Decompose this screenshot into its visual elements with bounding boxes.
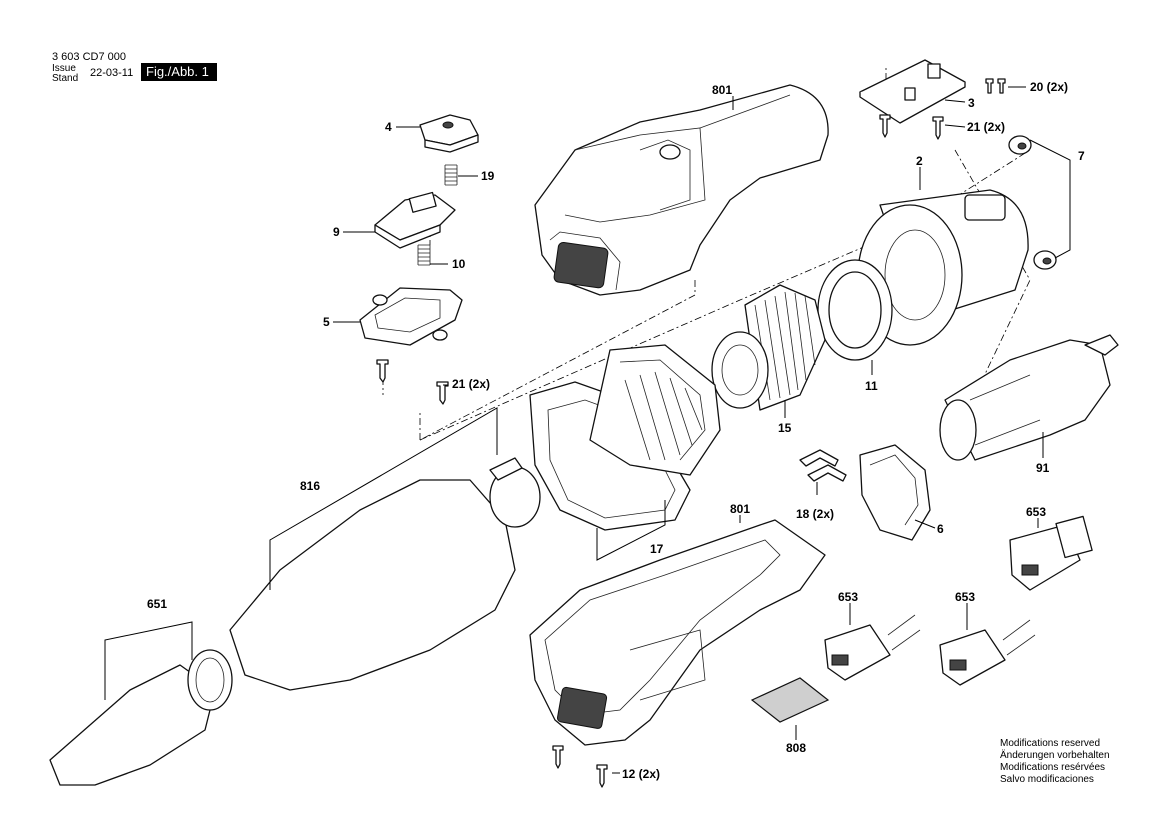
callout-7: 7 <box>1078 149 1085 163</box>
callout-816: 816 <box>300 479 320 493</box>
dust-container <box>229 457 541 691</box>
document-code: 3 603 CD7 000 <box>52 51 126 63</box>
callout-labels: 801 3 20 (2x) 21 (2x) 2 7 4 19 9 10 5 21… <box>147 80 1085 781</box>
callout-801-upper: 801 <box>712 83 732 97</box>
filter-cage <box>529 344 721 531</box>
callout-19: 19 <box>481 169 495 183</box>
release-button <box>419 114 479 153</box>
issue-stand-label: Issue Stand <box>52 64 78 84</box>
crevice-nozzle <box>49 649 233 786</box>
clips <box>799 449 847 482</box>
note-line-es: Salvo modificaciones <box>1000 774 1094 785</box>
callout-801-lower: 801 <box>730 502 750 516</box>
note-line-en: Modifications reserved <box>1000 738 1101 749</box>
callout-5: 5 <box>323 315 330 329</box>
callout-21-bracket: 21 (2x) <box>452 377 490 391</box>
callout-11: 11 <box>865 379 878 393</box>
charger-plugs <box>824 515 1093 686</box>
callout-653-right: 653 <box>955 590 975 604</box>
callout-10: 10 <box>452 257 466 271</box>
grommets <box>1008 135 1057 270</box>
handle-housing <box>939 334 1119 461</box>
callout-17: 17 <box>650 542 664 556</box>
cover-shell <box>859 444 931 541</box>
callout-15: 15 <box>778 421 792 435</box>
callout-18: 18 (2x) <box>796 507 834 521</box>
figure-badge: Fig./Abb. 1 <box>141 63 217 81</box>
filter-pad <box>750 677 830 723</box>
screws <box>376 78 1006 788</box>
lower-housing <box>529 519 826 746</box>
issue-date: 22-03-11 <box>90 67 134 79</box>
callout-651: 651 <box>147 597 167 611</box>
upper-housing <box>534 84 829 296</box>
issue-label: Issue <box>52 63 76 74</box>
callout-808: 808 <box>786 741 806 755</box>
slider-latch <box>374 191 456 249</box>
callout-12: 12 (2x) <box>622 767 660 781</box>
callout-21-top: 21 (2x) <box>967 120 1005 134</box>
callout-20: 20 (2x) <box>1030 80 1068 94</box>
callout-653-top: 653 <box>1026 505 1046 519</box>
note-line-de: Änderungen vorbehalten <box>1000 750 1110 761</box>
springs <box>417 164 458 266</box>
charger-653-b <box>824 614 921 681</box>
charger-653-c <box>939 619 1036 686</box>
latch-bracket <box>359 287 463 346</box>
callout-2: 2 <box>916 154 923 168</box>
callout-91: 91 <box>1036 461 1050 475</box>
charger-653-a <box>1009 515 1093 591</box>
callout-653-middle: 653 <box>838 590 858 604</box>
callout-6: 6 <box>937 522 944 536</box>
leader-lines <box>104 86 1071 774</box>
circuit-board <box>859 59 966 124</box>
stand-label: Stand <box>52 73 79 84</box>
pleated-filter <box>711 284 826 411</box>
callout-4: 4 <box>385 120 392 134</box>
callout-3: 3 <box>968 96 975 110</box>
note-line-fr: Modifications resérvées <box>1000 762 1106 773</box>
seal-ring <box>817 259 893 361</box>
modifications-note: Modifications reserved Änderungen vorbeh… <box>1000 738 1110 786</box>
callout-9: 9 <box>333 225 340 239</box>
